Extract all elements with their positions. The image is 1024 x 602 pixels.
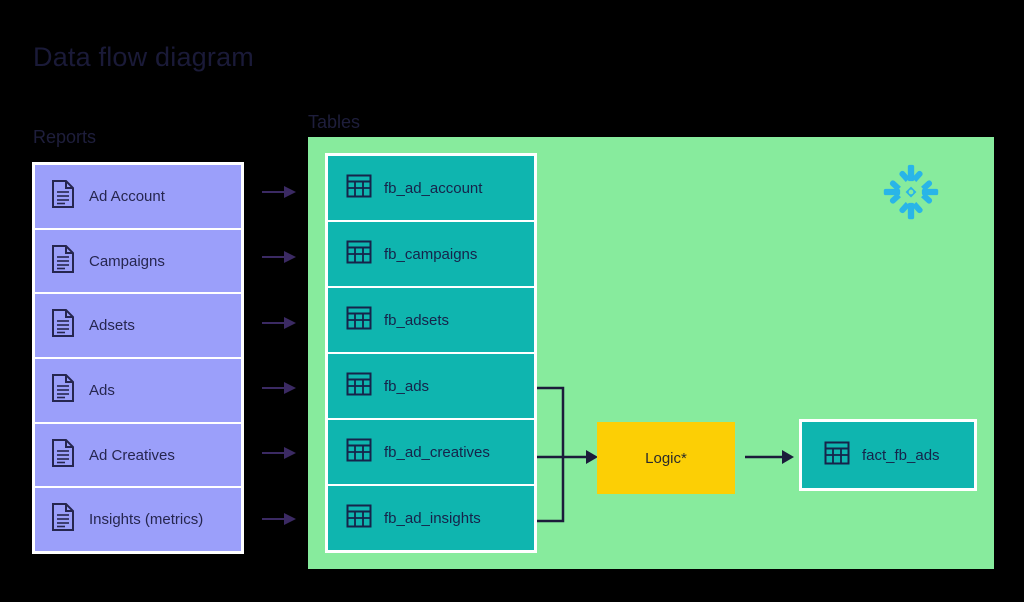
document-icon <box>51 373 75 407</box>
document-icon <box>51 503 75 536</box>
table-item-label: fb_ad_creatives <box>384 443 490 461</box>
arrow-cell <box>252 162 308 227</box>
logic-label: Logic* <box>645 449 687 467</box>
arrow-right-icon <box>262 315 298 336</box>
report-item-ad-account[interactable]: Ad Account <box>35 165 241 230</box>
reports-heading: Reports <box>33 127 97 147</box>
tables-list: fb_ad_account fb_campaigns <box>325 153 537 553</box>
table-item-label: fb_ads <box>384 377 430 395</box>
report-item-label: Ads <box>89 381 115 399</box>
report-item-campaigns[interactable]: Campaigns <box>35 229 241 295</box>
tables-heading: Tables <box>308 112 361 132</box>
tables-panel: fb_ad_account fb_campaigns <box>308 137 994 569</box>
page-title: Data flow diagram <box>33 42 254 72</box>
table-icon <box>346 504 372 533</box>
table-icon <box>346 306 372 335</box>
arrow-right-icon <box>262 511 298 532</box>
reports-panel: Ad Account Campaigns A <box>32 162 244 554</box>
report-item-ad-creatives[interactable]: Ad Creatives <box>35 423 241 489</box>
fact-table-label: fact_fb_ads <box>862 446 940 464</box>
table-icon <box>346 438 372 467</box>
report-item-label: Insights (metrics) <box>89 511 204 529</box>
document-icon <box>51 244 75 278</box>
document-icon <box>51 438 75 472</box>
table-icon <box>824 441 850 470</box>
table-item-fb-adsets[interactable]: fb_adsets <box>328 288 534 354</box>
arrow-cell <box>252 423 308 488</box>
table-item-label: fb_adsets <box>384 311 450 329</box>
arrow-cell <box>252 358 308 423</box>
report-item-insights[interactable]: Insights (metrics) <box>35 488 241 552</box>
report-item-label: Campaigns <box>89 252 165 270</box>
snowflake-icon <box>882 163 940 221</box>
table-icon <box>346 174 372 203</box>
report-item-label: Adsets <box>89 317 135 335</box>
report-item-ads[interactable]: Ads <box>35 359 241 424</box>
table-item-fb-ads[interactable]: fb_ads <box>328 354 534 420</box>
fact-table-frame: fact_fb_ads <box>799 419 977 491</box>
arrow-cell <box>252 489 308 554</box>
arrow-right-icon <box>262 380 298 401</box>
arrow-right-icon <box>262 445 298 466</box>
logic-node[interactable]: Logic* <box>597 422 735 494</box>
report-item-label: Ad Account <box>89 187 165 205</box>
table-icon <box>346 240 372 269</box>
arrow-cell <box>252 293 308 358</box>
report-item-label: Ad Creatives <box>89 446 175 464</box>
arrow-cell <box>252 227 308 292</box>
table-item-fb-ad-account[interactable]: fb_ad_account <box>328 156 534 222</box>
table-item-fb-ad-creatives[interactable]: fb_ad_creatives <box>328 420 534 486</box>
table-icon <box>346 372 372 401</box>
reports-to-tables-arrows <box>252 162 308 554</box>
document-icon <box>51 179 75 213</box>
arrow-right-icon <box>262 184 298 205</box>
arrow-right-icon <box>262 249 298 270</box>
table-item-label: fb_ad_insights <box>384 509 481 527</box>
table-item-label: fb_ad_account <box>384 179 483 197</box>
document-icon <box>51 309 75 342</box>
fact-table-node[interactable]: fact_fb_ads <box>802 422 974 488</box>
table-item-fb-ad-insights[interactable]: fb_ad_insights <box>328 486 534 550</box>
report-item-adsets[interactable]: Adsets <box>35 294 241 360</box>
table-item-label: fb_campaigns <box>384 245 478 263</box>
table-item-fb-campaigns[interactable]: fb_campaigns <box>328 222 534 288</box>
